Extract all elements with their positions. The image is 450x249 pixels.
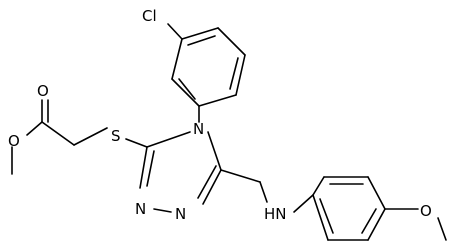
aminomethyl-linker (220, 169, 314, 213)
c-cl-bond (167, 23, 183, 40)
amine-label: HN (264, 205, 287, 223)
methoxy-oxygen-label: O (420, 202, 432, 220)
nitrogen-2-label: N (135, 200, 146, 218)
methoxyphenyl-ring (312, 176, 386, 241)
chlorophenyl-ring (171, 27, 246, 107)
chlorine-label: Cl (142, 7, 157, 25)
carbonyl-oxygen-label: O (37, 82, 49, 100)
triazole-ring (139, 105, 222, 213)
nitrogen-1-label: N (175, 205, 186, 223)
ester-oxygen-label: O (8, 132, 20, 150)
sulfur-label: S (111, 127, 121, 145)
thioacetate-chain (11, 99, 148, 175)
nitrogen-4-label: N (193, 120, 204, 138)
methoxy-group (384, 208, 447, 241)
